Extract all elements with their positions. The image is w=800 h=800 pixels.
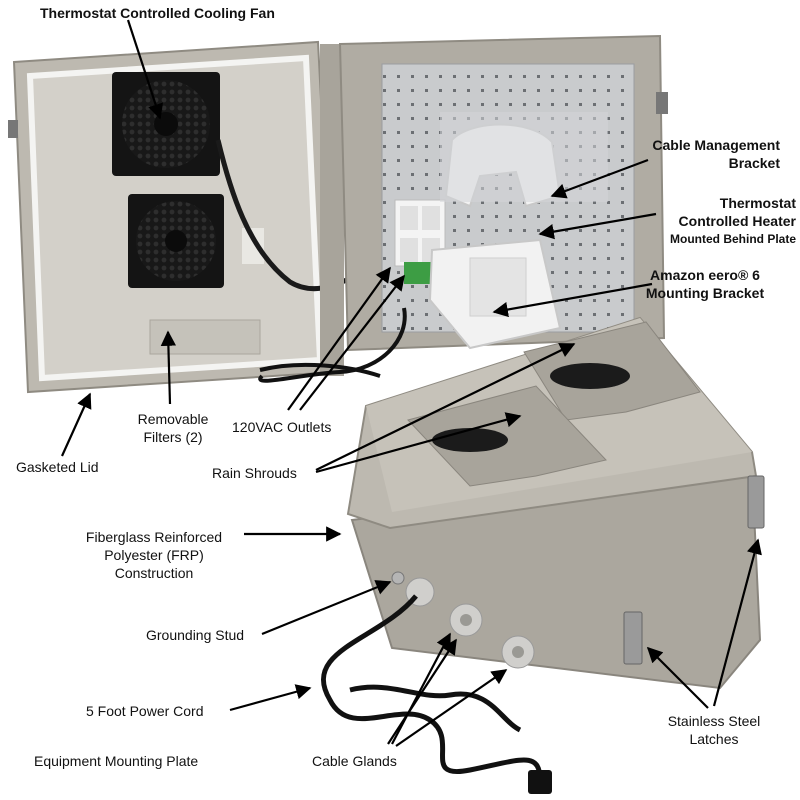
closed-enclosure: [320, 316, 765, 794]
outlets: [394, 199, 446, 267]
body-latch-top: [656, 92, 668, 114]
label-heater-line1: Thermostat: [719, 195, 796, 211]
label-heater: Thermostat Controlled Heater Mounted Beh…: [620, 194, 796, 248]
label-mounting-plate: Equipment Mounting Plate: [34, 753, 199, 769]
arrow-cable-mgmt: [550, 158, 649, 199]
latch-right-bottom: [623, 611, 643, 665]
arrow-filters: [160, 330, 177, 405]
label-cable-management-line1: Cable Management: [652, 137, 780, 153]
arrow-latch-1: [712, 538, 762, 707]
latch-right-top: [747, 475, 765, 529]
label-heater-line2: Controlled Heater: [678, 213, 796, 229]
label-latches-line2: Latches: [689, 731, 739, 747]
lid-label-sticker: [242, 228, 264, 264]
label-cooling-fan: Thermostat Controlled Cooling Fan: [40, 5, 275, 21]
label-grounding-stud: Grounding Stud: [146, 627, 245, 643]
filter-panel: [149, 319, 261, 355]
label-eero-line2: Mounting Bracket: [645, 285, 765, 301]
label-eero-bracket: Amazon eero® 6 Mounting Bracket: [640, 266, 770, 302]
label-frp-line3: Construction: [114, 565, 194, 581]
power-cord: [320, 594, 543, 781]
label-filters-line2: Filters (2): [143, 429, 203, 445]
arrow-outlets-2: [299, 274, 405, 411]
label-outlets: 120VAC Outlets: [232, 419, 332, 435]
hinge: [320, 44, 344, 376]
label-latches: Stainless Steel Latches: [644, 712, 784, 748]
grounding-stud: [391, 571, 405, 585]
label-frp-line2: Polyester (FRP): [104, 547, 204, 563]
label-cable-glands: Cable Glands: [312, 753, 397, 769]
arrow-shroud-2: [315, 412, 522, 474]
arrow-heater: [538, 212, 657, 240]
open-enclosure-cord: [258, 307, 407, 383]
arrow-gasketed-lid: [60, 392, 92, 457]
arrow-gland-2: [391, 632, 451, 745]
label-filters: Removable Filters (2): [118, 410, 228, 446]
arrow-cord: [229, 684, 312, 712]
arrow-eero: [492, 282, 653, 318]
label-cable-management: Cable Management Bracket: [620, 136, 780, 172]
arrow-gland-1: [387, 638, 457, 745]
label-frp-construction: Fiberglass Reinforced Polyester (FRP) Co…: [64, 528, 244, 582]
rain-shroud-front: [407, 385, 607, 487]
arrow-shroud-1: [315, 343, 576, 471]
terminal-block: [404, 262, 432, 284]
arrow-latch-2: [646, 646, 709, 709]
cooling-fan-bottom: [128, 194, 224, 288]
power-plug: [528, 770, 552, 794]
arrow-fan: [126, 19, 164, 120]
cooling-fan-top: [112, 72, 220, 176]
label-rain-shrouds: Rain Shrouds: [212, 465, 297, 481]
label-gasketed-lid: Gasketed Lid: [16, 459, 99, 475]
label-frp-line1: Fiberglass Reinforced: [85, 529, 223, 545]
heater-plate: [440, 112, 608, 202]
fan-under-shroud-rear: [550, 363, 630, 389]
fan-under-shroud-front: [432, 428, 508, 452]
label-latches-line1: Stainless Steel: [667, 713, 761, 729]
label-filters-line1: Removable: [137, 411, 209, 427]
callout-arrows: [60, 19, 762, 747]
label-power-cord: 5 Foot Power Cord: [86, 703, 204, 719]
lid-latch: [8, 120, 18, 138]
label-heater-line3: Mounted Behind Plate: [670, 232, 796, 246]
open-enclosure: [8, 34, 668, 394]
arrow-grounding: [261, 580, 392, 636]
label-eero-line1: Amazon eero® 6: [650, 267, 760, 283]
label-cable-management-line2: Bracket: [728, 155, 780, 171]
arrow-gland-3: [395, 669, 508, 747]
arrow-outlets-1: [287, 266, 391, 411]
